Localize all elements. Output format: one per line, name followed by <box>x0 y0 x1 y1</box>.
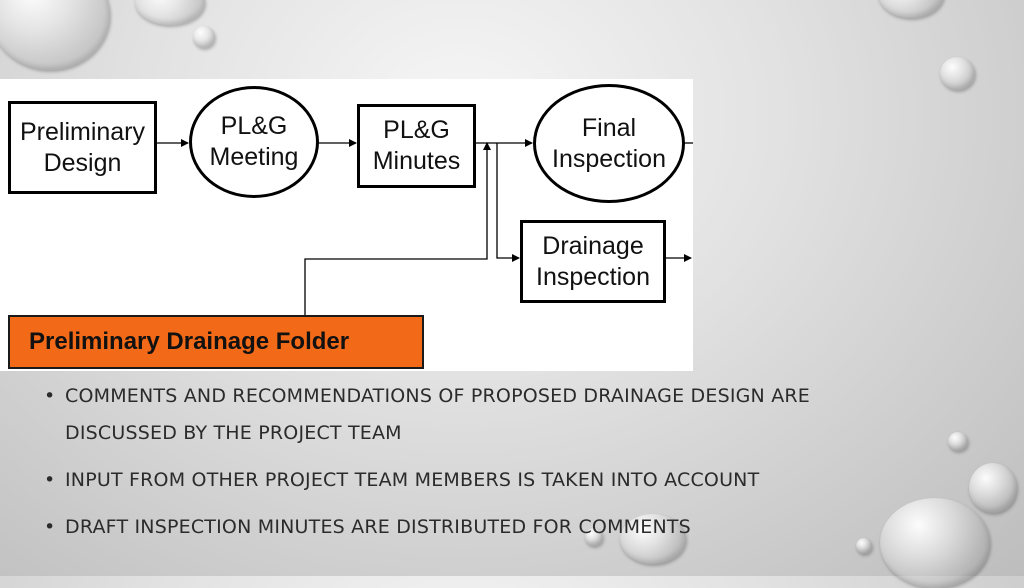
bullet-dot-icon: • <box>44 516 56 538</box>
bullet-dot-icon: • <box>44 385 56 407</box>
drainage-inspection-box: Drainage Inspection <box>520 220 666 303</box>
final-inspection-label: Final Inspection <box>552 113 666 173</box>
water-droplet-icon <box>620 514 686 564</box>
preliminary-design-box: Preliminary Design <box>8 101 157 194</box>
water-droplet-icon <box>193 26 215 48</box>
diagram-connectors <box>157 139 693 315</box>
bullet-item: • Draft inspection minutes are distribut… <box>44 509 844 546</box>
water-droplet-icon <box>948 432 968 451</box>
process-flow-diagram: Preliminary Design PL&G Meeting PL&G Min… <box>0 79 693 371</box>
bullet-text: Draft inspection minutes are distributed… <box>65 516 691 538</box>
final-inspection-ellipse: Final Inspection <box>533 84 685 203</box>
bullet-text: Comments and recommendations of proposed… <box>65 385 811 444</box>
connector-minutes-to-drainage <box>496 143 520 262</box>
water-droplet-icon <box>0 0 110 70</box>
water-droplet-icon <box>940 57 975 90</box>
water-droplet-icon <box>878 0 944 18</box>
plg-meeting-ellipse: PL&G Meeting <box>189 86 319 198</box>
water-droplet-icon <box>880 498 990 588</box>
plg-meeting-label: PL&G Meeting <box>209 112 299 171</box>
plg-minutes-box: PL&G Minutes <box>357 104 476 188</box>
water-droplet-icon <box>135 0 205 25</box>
water-droplet-icon <box>585 528 603 546</box>
bullet-list: • Comments and recommendations of propos… <box>44 378 844 546</box>
preliminary-drainage-folder-box: Preliminary Drainage Folder <box>8 315 424 369</box>
drainage-inspection-label: Drainage Inspection <box>536 231 650 291</box>
bullet-dot-icon: • <box>44 469 56 491</box>
connector-folder-to-minutes <box>304 142 491 315</box>
plg-minutes-label: PL&G Minutes <box>372 116 461 175</box>
water-droplet-icon <box>856 538 872 554</box>
bullet-text: Input from other project team members is… <box>65 469 760 491</box>
water-droplet-icon <box>969 463 1017 513</box>
preliminary-drainage-folder-label: Preliminary Drainage Folder <box>29 328 350 355</box>
preliminary-design-label: Preliminary Design <box>19 117 146 177</box>
bullet-item: • Comments and recommendations of propos… <box>44 378 844 452</box>
bullet-item: • Input from other project team members … <box>44 462 844 499</box>
